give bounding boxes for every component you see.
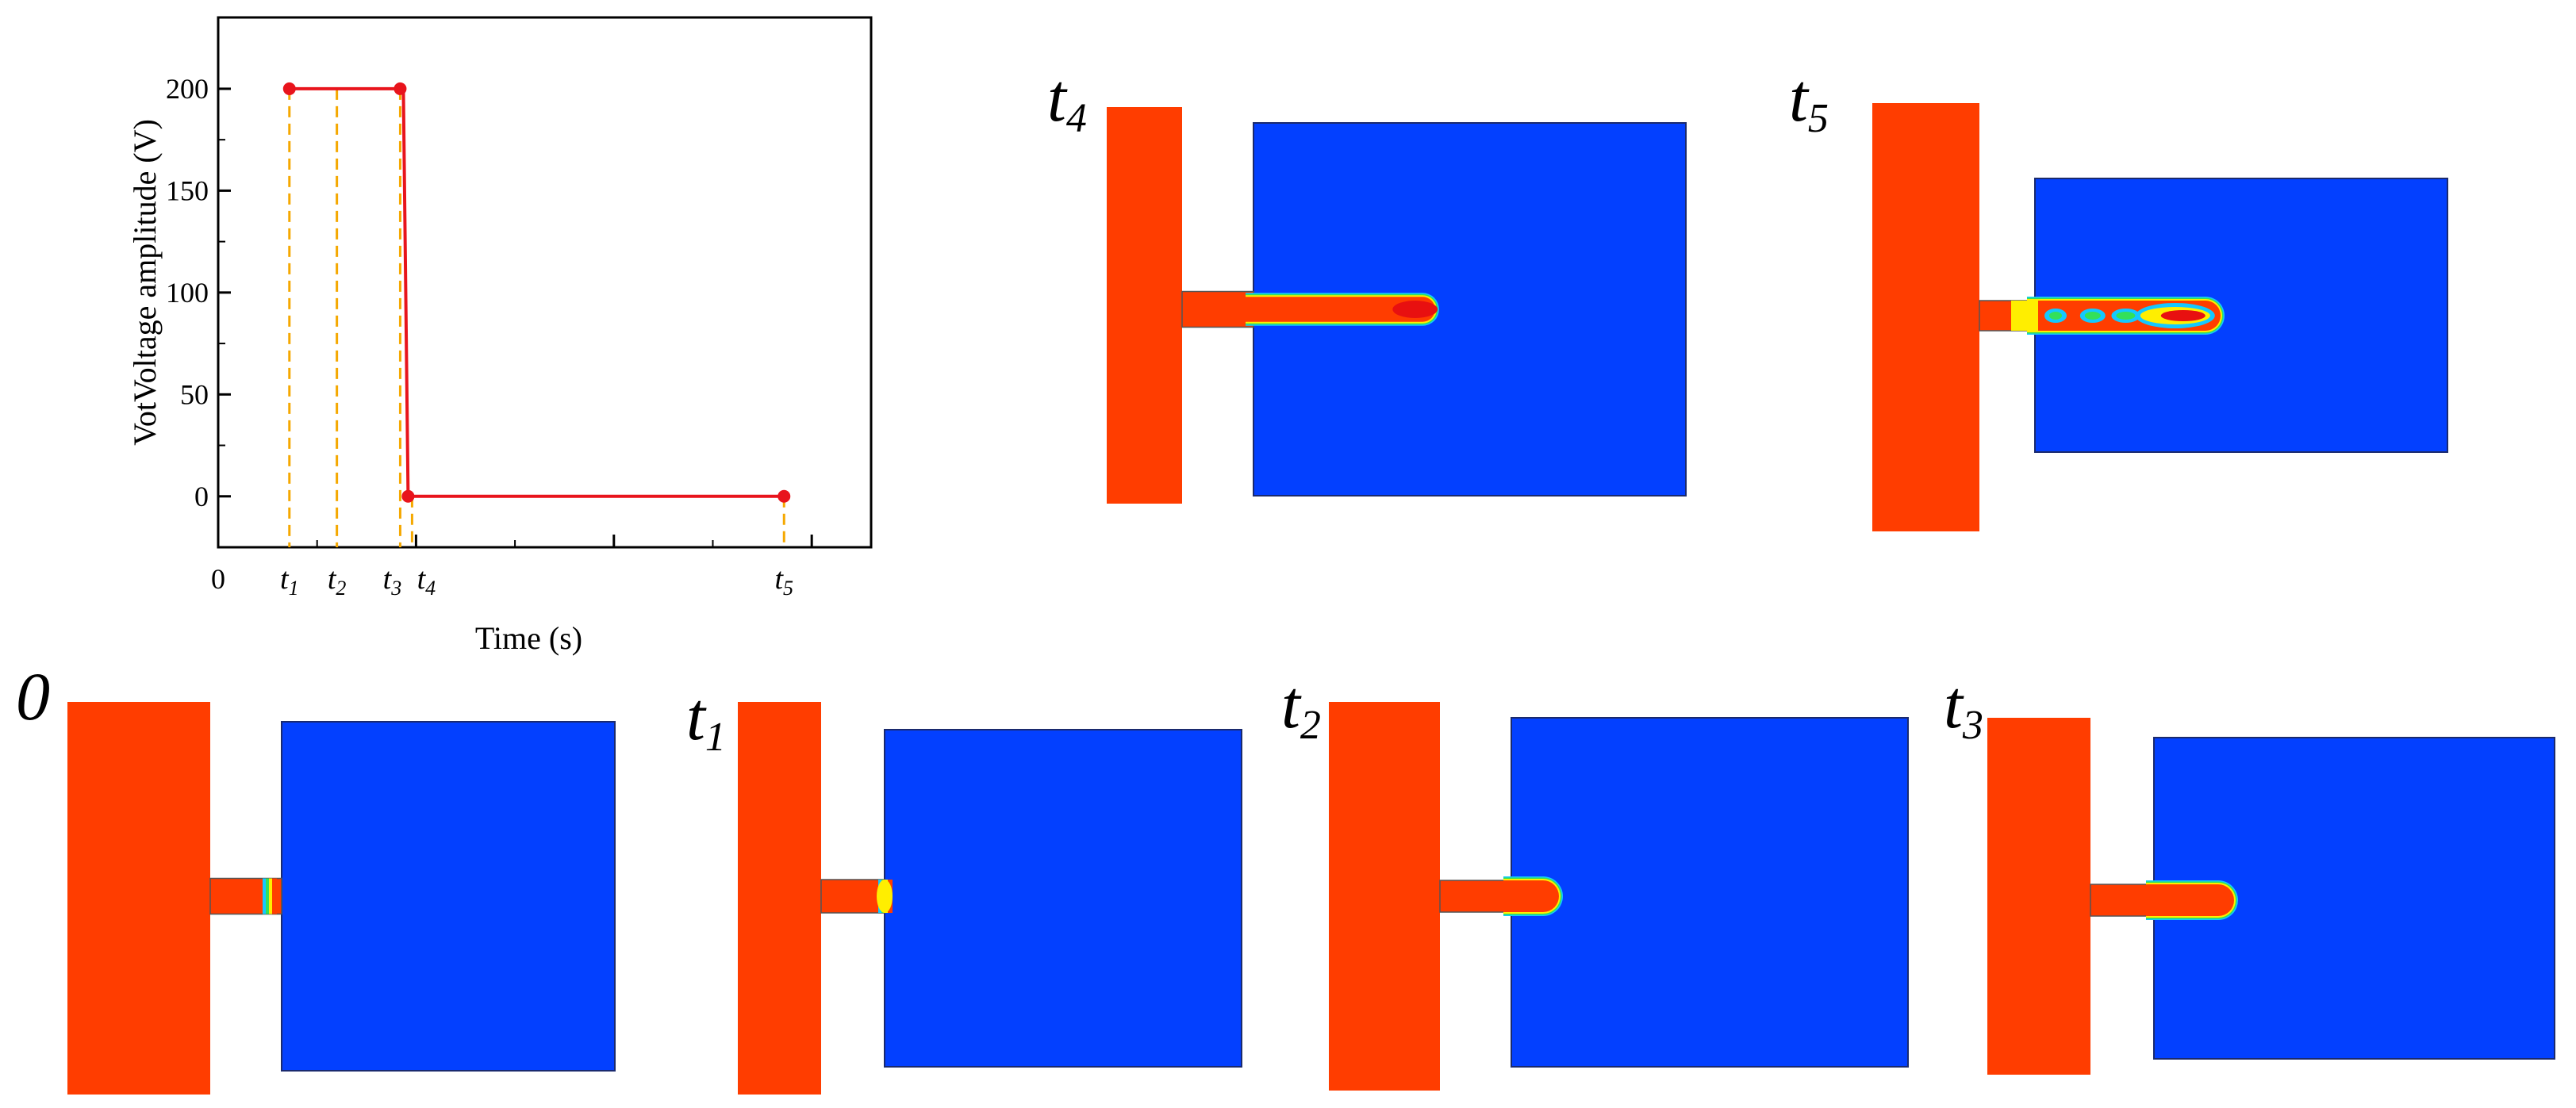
frame-label-t5: t5 <box>1789 59 1829 141</box>
frame-t4-field <box>1107 107 1687 504</box>
x-origin-label: 0 <box>211 563 225 595</box>
frame-label-t4: t4 <box>1047 59 1087 141</box>
voltage-series-line <box>289 86 785 498</box>
frame-label-t3: t3 <box>1944 666 1983 748</box>
frame-t3-field <box>1987 718 2555 1075</box>
time-label-t3: t3 <box>383 562 402 600</box>
frame-t2: t2 <box>1277 670 1928 1102</box>
data-point-0 <box>282 82 296 95</box>
y-tick-label-2: 100 <box>166 277 209 309</box>
reservoir <box>67 702 210 1095</box>
time-label-t4: t4 <box>417 562 436 600</box>
nozzle-channel <box>1439 880 1512 913</box>
y-tick-label-4: 200 <box>166 73 209 105</box>
time-label-t1: t1 <box>280 562 299 600</box>
frame-label-t2: t2 <box>1281 666 1321 748</box>
reservoir <box>738 702 821 1095</box>
plot-frame <box>217 16 873 549</box>
satellite-droplet-0 <box>2049 312 2062 320</box>
frame-t3: t3 <box>1936 670 2570 1083</box>
frame-label-t1: t1 <box>686 678 726 760</box>
y-tick-label-3: 150 <box>166 174 209 206</box>
outer-chamber <box>884 729 1242 1068</box>
interface-band-3 <box>272 878 277 914</box>
satellite-droplet-2 <box>2116 312 2136 320</box>
jet-layer-3 <box>2146 884 2234 916</box>
meniscus <box>877 880 893 913</box>
main-droplet-core <box>2160 310 2206 321</box>
jet-core <box>1392 300 1438 319</box>
y-tick-label-1: 50 <box>180 378 209 410</box>
frame-t5-field <box>1872 103 2448 531</box>
nozzle-channel <box>820 879 885 914</box>
data-point-1 <box>394 82 407 95</box>
time-label-t5: t5 <box>774 562 793 600</box>
reservoir <box>1872 103 1979 531</box>
jet-layer-3 <box>1246 297 1435 322</box>
frame-t2-field <box>1329 702 1909 1091</box>
nozzle-channel <box>2090 884 2155 917</box>
reservoir <box>1107 107 1182 504</box>
satellite-droplet-1 <box>2084 312 2101 320</box>
data-point-3 <box>777 489 791 503</box>
frame-t1-field <box>738 702 1242 1095</box>
y-tick-label-0: 0 <box>194 481 209 512</box>
frame-0-field <box>67 702 616 1095</box>
outer-chamber <box>281 721 616 1072</box>
reservoir <box>1329 702 1440 1091</box>
outer-chamber <box>1511 717 1909 1068</box>
y-axis-title: VotVoltage amplitude (V) <box>127 119 163 446</box>
frame-label-0: 0 <box>16 658 50 734</box>
frame-0: 0 <box>0 658 635 1102</box>
x-axis-title: Time (s) <box>475 620 582 656</box>
exit-stub <box>2011 301 2038 331</box>
frame-t4: t4 <box>1039 63 1706 539</box>
frame-t1: t1 <box>674 682 1261 1102</box>
time-label-t2: t2 <box>328 562 347 600</box>
frame-t5: t5 <box>1785 63 2475 547</box>
nozzle-channel <box>1181 290 1254 328</box>
reservoir <box>1987 718 2090 1075</box>
data-point-2 <box>401 489 415 503</box>
jet-layer-3 <box>1503 880 1559 912</box>
